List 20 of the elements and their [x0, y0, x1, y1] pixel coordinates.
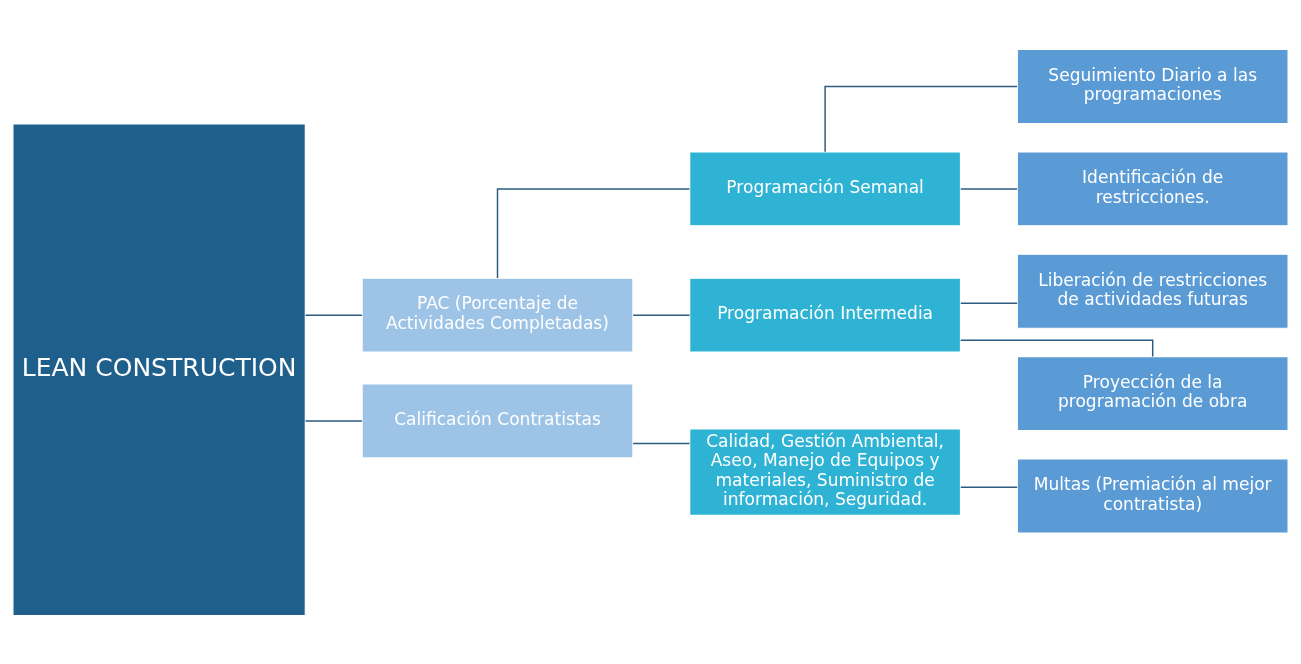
node-box: Identificación de restricciones.: [1016, 150, 1289, 226]
node-box: PAC (Porcentaje de Actividades Completadas): [361, 277, 634, 353]
node-box: Programación Semanal: [689, 150, 962, 226]
connector: [960, 301, 1018, 304]
node-box: LEAN CONSTRUCTION: [12, 123, 306, 616]
node-box: Calidad, Gestión Ambiental, Aseo, Manejo de Equipos y materiales, Suministro de información, Seguridad.: [689, 427, 962, 516]
connector: [632, 313, 691, 316]
connector: [304, 313, 363, 316]
connector: [960, 485, 1018, 488]
node-box: Seguimiento Diario a las programaciones: [1016, 48, 1289, 124]
node-box: Liberación de restricciones de actividades futuras: [1016, 253, 1289, 329]
node-box: Multas (Premiación al mejor contratista): [1016, 458, 1289, 534]
connector: [304, 419, 363, 422]
node-box: Calificación Contratistas: [361, 382, 634, 458]
node-box: Programación Intermedia: [689, 277, 962, 353]
connector: [960, 187, 1018, 190]
connector: [632, 442, 691, 444]
node-box: Proyección de la programación de obra: [1016, 355, 1289, 431]
connector: [496, 187, 691, 279]
connector: [824, 85, 1018, 152]
